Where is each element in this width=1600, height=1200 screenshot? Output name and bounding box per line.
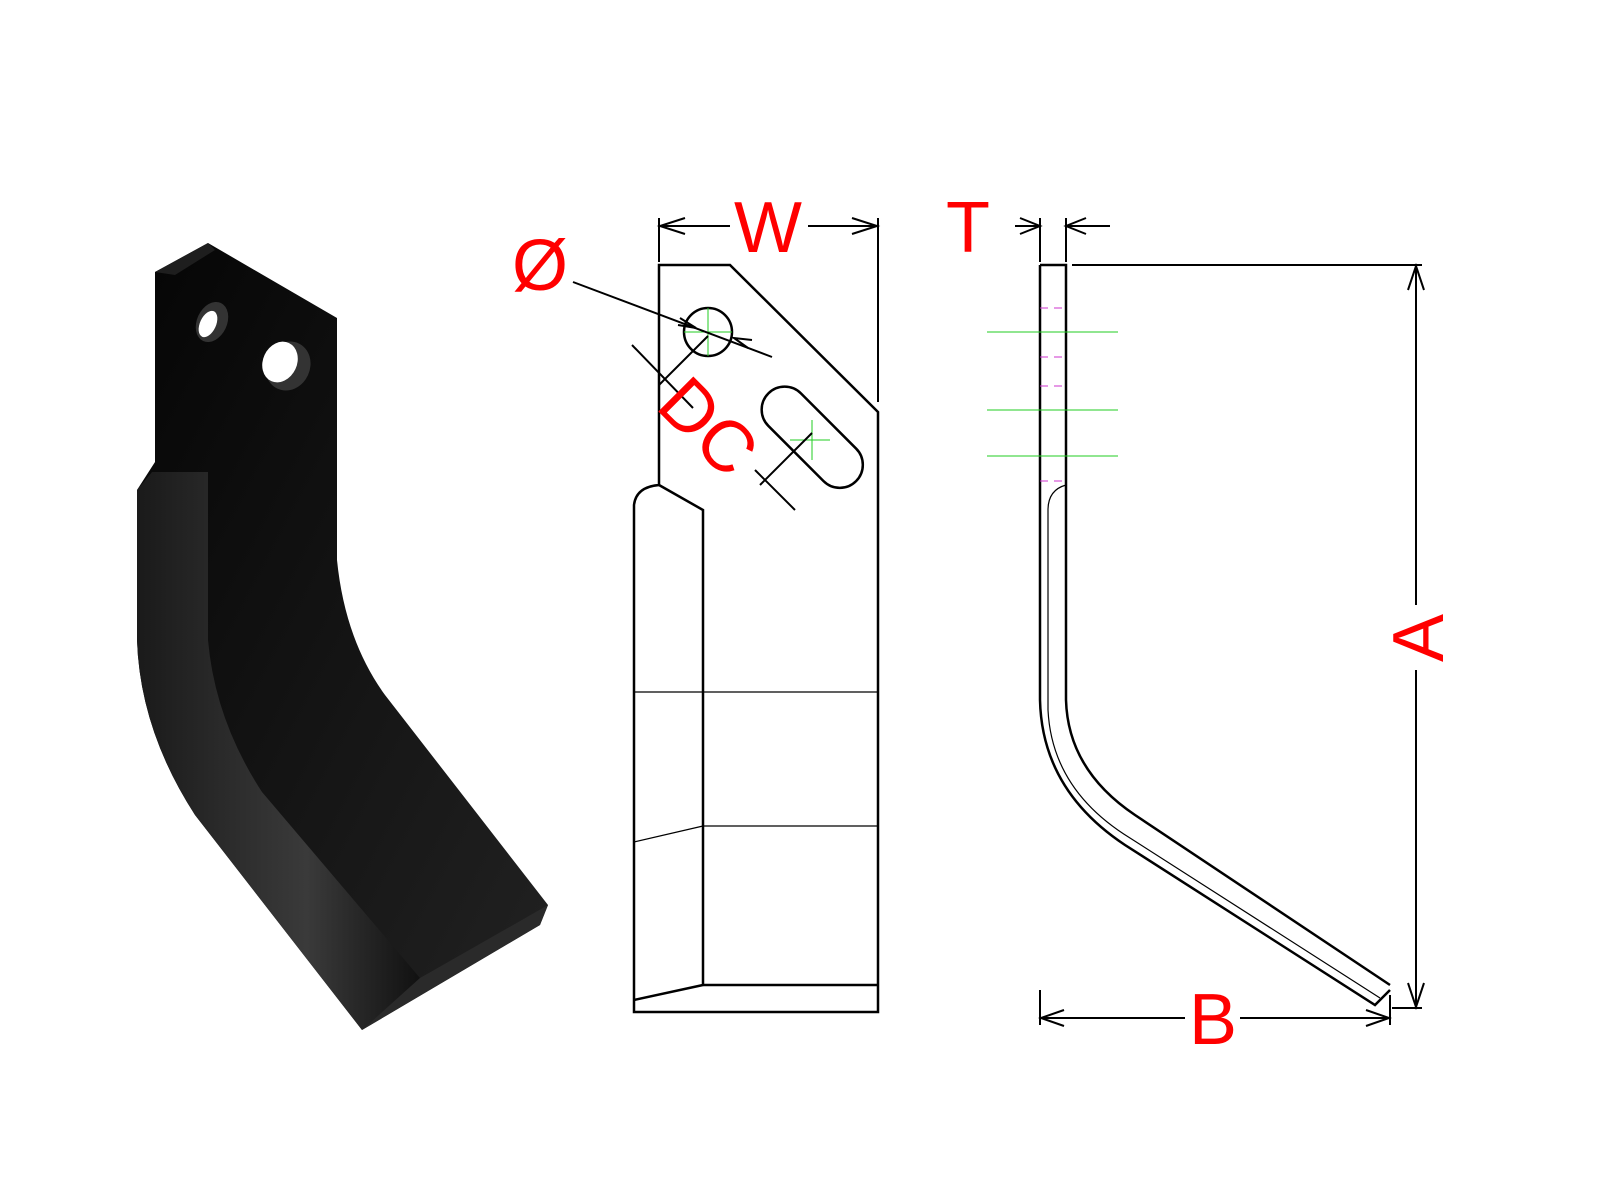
blade-top-face xyxy=(155,243,215,275)
width-label: W xyxy=(734,188,802,268)
diameter-dimension: Ø xyxy=(512,226,773,358)
front-view xyxy=(632,263,880,1014)
thickness-dimension: T xyxy=(946,188,1110,268)
mounting-hole-large-inner xyxy=(262,341,298,383)
blade-flange xyxy=(137,472,420,1030)
height-label: A xyxy=(1379,614,1459,662)
offset-dimension: B xyxy=(1037,980,1393,1060)
offset-label: B xyxy=(1189,980,1237,1060)
width-dimension: W xyxy=(656,188,881,402)
blade-3d-render xyxy=(137,243,548,1030)
diameter-label: Ø xyxy=(512,226,568,306)
height-dimension: A xyxy=(1072,262,1459,1011)
mounting-hole-small-inner xyxy=(198,310,218,338)
side-view xyxy=(987,263,1391,1007)
blade-edge xyxy=(362,905,548,1030)
thickness-label: T xyxy=(946,188,990,268)
slot-hole xyxy=(760,385,865,490)
